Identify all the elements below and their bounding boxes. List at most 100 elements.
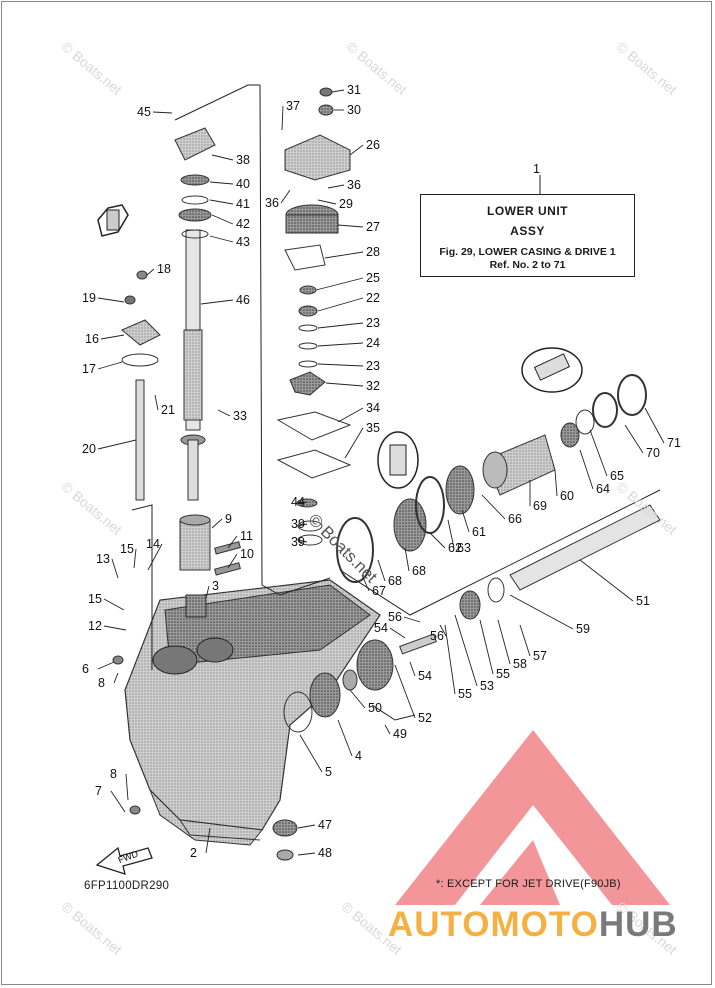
brand-part-1: AUTOMOTO	[388, 905, 599, 944]
part-ref-65: 65	[610, 469, 624, 483]
detail-callout-right	[521, 347, 583, 393]
part-ref-38: 38	[236, 153, 250, 167]
leader-line	[454, 614, 478, 687]
footnote: *: EXCEPT FOR JET DRIVE(F90JB)	[436, 878, 621, 890]
leader-line	[389, 627, 406, 639]
part-ref-15: 15	[88, 592, 102, 606]
leader-line	[429, 532, 446, 549]
leader-line	[481, 494, 506, 520]
part-ref-48: 48	[318, 846, 332, 860]
leader-line	[97, 297, 125, 303]
leader-line	[100, 334, 125, 340]
part-ref-55: 55	[458, 687, 472, 701]
leader-line	[324, 251, 364, 259]
part-ref-54: 54	[418, 669, 432, 683]
drive-shaft	[180, 229, 206, 501]
leader-line	[394, 664, 416, 719]
leader-line	[297, 501, 308, 504]
part-ref-18: 18	[157, 262, 171, 276]
leader-line	[297, 539, 308, 543]
leader-line	[461, 509, 470, 533]
detail-callout-center	[377, 431, 419, 489]
leader-line	[147, 543, 163, 571]
part-ref-40: 40	[236, 177, 250, 191]
part-ref-34: 34	[366, 401, 380, 415]
part-ref-8: 8	[110, 767, 117, 781]
part-ref-56: 56	[388, 610, 402, 624]
leader-line	[205, 827, 211, 854]
leader-line	[409, 661, 416, 677]
leader-line	[297, 824, 316, 829]
title-box: LOWER UNIT ASSY Fig. 29, LOWER CASING & …	[420, 194, 635, 277]
part-ref-26: 26	[366, 138, 380, 152]
part-ref-57: 57	[533, 649, 547, 663]
part-ref-9: 9	[225, 512, 232, 526]
leader-line	[281, 105, 284, 131]
brand-part-2: HUB	[598, 905, 678, 944]
leader-line	[317, 322, 364, 329]
part-ref-42: 42	[236, 217, 250, 231]
lower-casing-body	[124, 579, 381, 846]
leader-line	[211, 214, 234, 225]
leader-line	[97, 661, 115, 670]
part-ref-66: 66	[508, 512, 522, 526]
leader-line	[327, 184, 345, 189]
leader-line	[317, 199, 337, 205]
leader-line	[439, 624, 447, 637]
part-ref-39: 39	[291, 535, 305, 549]
part-ref-68: 68	[412, 564, 426, 578]
part-ref-24: 24	[366, 336, 380, 350]
part-ref-44: 44	[291, 495, 305, 509]
part-ref-41: 41	[236, 197, 250, 211]
part-ref-6: 6	[82, 662, 89, 676]
leader-line	[317, 342, 364, 347]
leader-line	[361, 574, 370, 592]
part-ref-63: 63	[457, 541, 471, 555]
leader-line	[317, 363, 364, 367]
part-ref-31: 31	[347, 83, 361, 97]
leader-line	[317, 297, 364, 312]
assembly-guide-lines	[131, 84, 661, 721]
part-ref-59: 59	[576, 622, 590, 636]
part-ref-61: 61	[472, 525, 486, 539]
part-ref-53: 53	[480, 679, 494, 693]
leader-line	[297, 852, 316, 856]
part-ref-64: 64	[596, 482, 610, 496]
oil-seal-housing	[174, 127, 216, 239]
part-ref-36: 36	[265, 196, 279, 210]
leader-line	[497, 619, 511, 665]
leader-line	[209, 199, 234, 205]
water-pump-assembly	[276, 87, 352, 479]
leader-line	[110, 790, 126, 813]
title-line-1: LOWER UNIT	[487, 204, 568, 218]
diagram-code: 6FP1100DR290	[84, 880, 170, 892]
part-ref-20: 20	[82, 442, 96, 456]
leader-line	[447, 519, 455, 549]
leader-line	[337, 224, 364, 228]
leader-line	[97, 361, 123, 370]
leader-line	[509, 594, 574, 630]
part-ref-37: 37	[286, 99, 300, 113]
leader-line	[103, 625, 127, 631]
leader-line	[280, 189, 291, 204]
part-ref-15: 15	[120, 542, 134, 556]
propeller-shaft-group	[272, 374, 661, 861]
part-ref-45: 45	[137, 105, 151, 119]
part-ref-21: 21	[161, 403, 175, 417]
leader-line	[479, 619, 494, 675]
part-ref-69: 69	[533, 499, 547, 513]
part-ref-16: 16	[85, 332, 99, 346]
leader-line	[337, 407, 364, 423]
part-ref-28: 28	[366, 245, 380, 259]
part-ref-27: 27	[366, 220, 380, 234]
part-ref-70: 70	[646, 446, 660, 460]
part-ref-3: 3	[212, 579, 219, 593]
part-ref-25: 25	[366, 271, 380, 285]
part-ref-36: 36	[347, 178, 361, 192]
leader-line	[113, 672, 119, 684]
leader-line	[519, 624, 531, 657]
leader-line	[152, 111, 173, 114]
leader-line	[227, 535, 238, 549]
part-ref-49: 49	[393, 727, 407, 741]
leader-line	[111, 558, 119, 579]
